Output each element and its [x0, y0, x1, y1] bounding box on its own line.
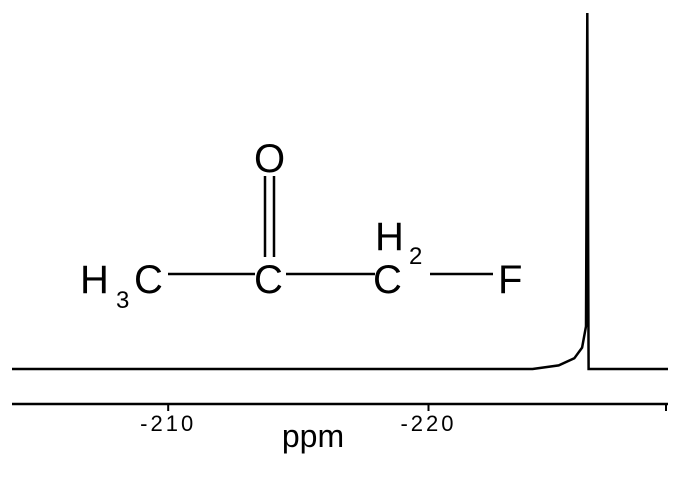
fluorine-label: F	[498, 258, 522, 302]
methyl-c-label: C	[134, 258, 163, 302]
x-tick-label: -220	[400, 411, 456, 436]
carbonyl-o-label: O	[254, 137, 285, 181]
molecule-structure: H 3 C C O C H 2 F	[80, 137, 522, 314]
carbonyl-c-label: C	[254, 258, 283, 302]
methyl-subscript: 3	[116, 287, 129, 314]
x-tick-label: -210	[140, 411, 196, 436]
x-axis-title: ppm	[282, 418, 344, 454]
methylene-h-label: H	[375, 215, 404, 259]
x-axis-ticks: -210 -220	[140, 404, 667, 436]
spectrum-trace	[12, 12, 668, 371]
methyl-h-label: H	[80, 258, 109, 302]
methylene-c-label: C	[373, 258, 402, 302]
methylene-subscript: 2	[409, 243, 422, 270]
